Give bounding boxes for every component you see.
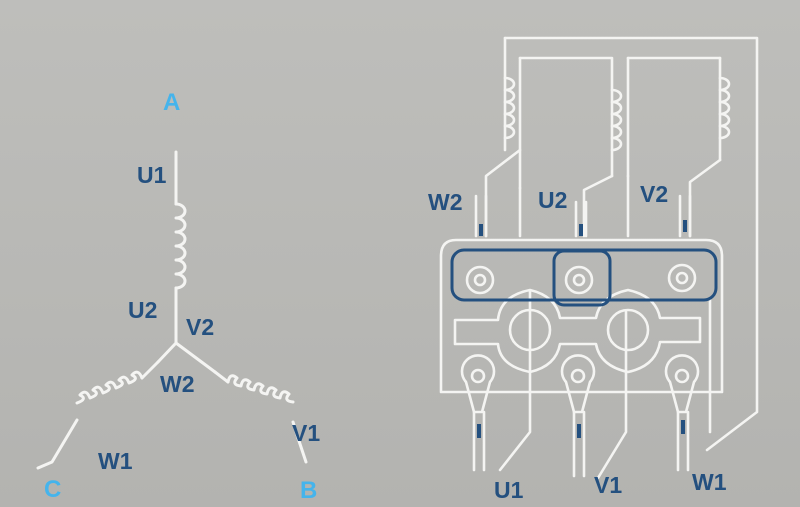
terminal-box-diagram: W2 U2 V2 U1 V1 W1 bbox=[428, 36, 759, 503]
star-v1-label: V1 bbox=[292, 420, 320, 446]
star-u1-label: U1 bbox=[137, 162, 167, 188]
node-a-label: A bbox=[163, 89, 180, 116]
star-w2-label: W2 bbox=[160, 371, 195, 397]
terminal-v2-label: V2 bbox=[640, 181, 668, 207]
center-link bbox=[552, 249, 612, 307]
terminal-v1-label: V1 bbox=[594, 472, 622, 498]
terminal-contour bbox=[453, 288, 702, 374]
node-b-label: B bbox=[300, 477, 317, 504]
terminal-w2-label: W2 bbox=[428, 189, 463, 215]
terminal-u2-label: U2 bbox=[538, 187, 567, 213]
terminal-block bbox=[439, 238, 724, 394]
winding-w bbox=[36, 360, 160, 470]
winding-u bbox=[174, 150, 187, 345]
star-point bbox=[156, 341, 217, 374]
winding-v bbox=[213, 370, 308, 464]
star-v2-label: V2 bbox=[186, 314, 214, 340]
node-c-label: C bbox=[44, 476, 61, 503]
star-w1-label: W1 bbox=[98, 448, 133, 474]
top-terminal-row bbox=[465, 263, 697, 295]
top-lead-stubs bbox=[474, 194, 692, 238]
star-connection: A B C U1 U2 V2 W2 V1 W1 bbox=[36, 89, 320, 504]
stud-right bbox=[606, 308, 650, 352]
bottom-lead-stubs bbox=[472, 410, 690, 478]
terminal-w1-label: W1 bbox=[692, 469, 727, 495]
stud-left bbox=[508, 308, 552, 352]
terminal-u1-label: U1 bbox=[494, 477, 524, 503]
star-u2-label: U2 bbox=[128, 297, 157, 323]
bottom-terminal-row bbox=[460, 354, 700, 414]
